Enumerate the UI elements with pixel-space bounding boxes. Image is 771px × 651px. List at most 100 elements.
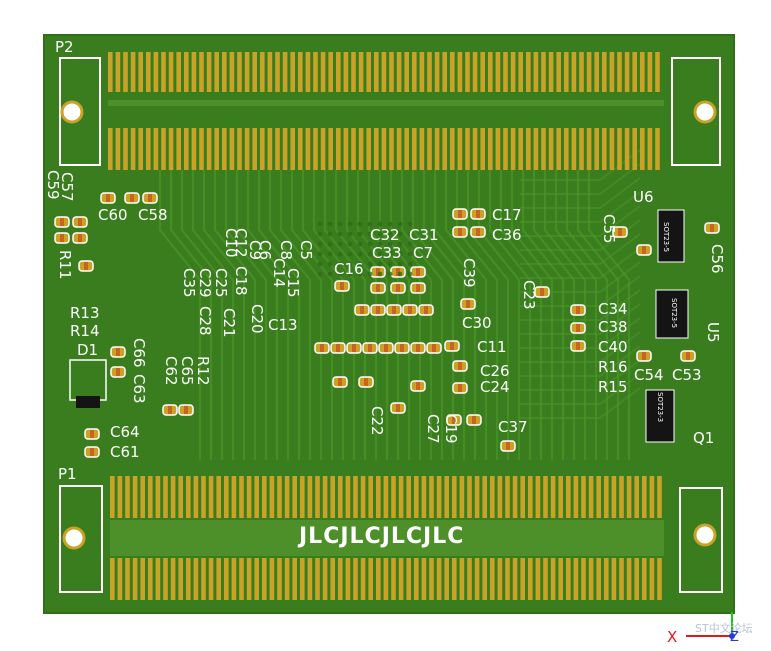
trace [565, 170, 609, 460]
p2-pin-top [533, 52, 539, 92]
p2-pin-top [564, 52, 569, 92]
label-c65: C65 [178, 356, 196, 386]
p1-pin-top [338, 476, 343, 518]
p1-pin-bottom [566, 558, 571, 600]
mounting-hole [62, 526, 86, 550]
p1-pin-top [345, 476, 351, 518]
smd-capacitor-body [376, 306, 380, 314]
p2-pin-top [343, 52, 349, 92]
ic-u5 [655, 289, 689, 339]
label-c21: C21 [220, 308, 238, 338]
p1-pin-top [178, 476, 183, 518]
p2-pin-bottom [412, 128, 417, 170]
p2-pin-bottom [526, 128, 531, 170]
smd-capacitor-body [116, 348, 120, 356]
trace [488, 170, 532, 460]
p1-pin-bottom [550, 558, 556, 600]
trace [444, 170, 488, 460]
p1-pin-top [452, 476, 457, 518]
label-r11: R11 [56, 250, 74, 280]
p2-pin-top [153, 52, 159, 92]
p2-pin-bottom [503, 128, 508, 170]
label-c66: C66 [130, 338, 148, 368]
via [387, 221, 393, 227]
p1-pin-bottom [208, 558, 214, 600]
p1-pin-top [604, 476, 609, 518]
label-c7: C7 [413, 244, 434, 262]
p2-pin-bottom [374, 128, 379, 170]
smd-capacitor-body [396, 284, 400, 292]
p1-pin-top [117, 476, 123, 518]
smd-capacitor-body [576, 306, 580, 314]
via [397, 241, 403, 247]
p1-pin-bottom [398, 558, 404, 600]
p2-pin-top [252, 52, 257, 92]
p2-pin-top [305, 52, 311, 92]
p2-pin-bottom [176, 128, 181, 170]
via [327, 231, 333, 237]
p2-pin-top [586, 52, 592, 92]
label-c34: C34 [598, 300, 628, 318]
trace [576, 170, 620, 460]
p1-pin-bottom [543, 558, 548, 600]
label-c64: C64 [110, 423, 140, 441]
p1-pin-top [224, 476, 229, 518]
ic-q1 [645, 389, 675, 443]
trace [213, 170, 257, 460]
p1-pin-bottom [596, 558, 601, 600]
p1-pin-bottom [406, 558, 411, 600]
p1-pin-top [391, 476, 396, 518]
p1-pin-top [528, 476, 533, 518]
label-c22: C22 [368, 406, 386, 436]
p1-pin-bottom [528, 558, 533, 600]
smd-capacitor-body [458, 210, 462, 218]
p2-pin-top [191, 52, 197, 92]
p2-pin-bottom [252, 128, 257, 170]
label-c20: C20 [248, 304, 266, 334]
p2-pin-top [548, 52, 554, 92]
smd-capacitor-body [432, 344, 436, 352]
trace [532, 170, 576, 460]
label-c19: C19 [442, 414, 460, 444]
p2-pin-top [366, 52, 371, 92]
p2-pin-bottom [556, 128, 561, 170]
via [357, 241, 363, 247]
p2-pin-top [199, 52, 204, 92]
p1-pin-bottom [178, 558, 183, 600]
via [397, 251, 403, 257]
p1-pin-bottom [315, 558, 320, 600]
p2-pin-bottom [624, 128, 630, 170]
p2-pin-top [161, 52, 166, 92]
label-c5: C5 [297, 240, 315, 261]
p2-pin-top [358, 52, 364, 92]
p2-pin-top [184, 52, 189, 92]
trace [521, 170, 565, 460]
p2-pin-bottom [237, 128, 242, 170]
p1-pin-top [170, 476, 176, 518]
label-c37: C37 [498, 418, 528, 436]
via [397, 221, 403, 227]
p2-pin-top [260, 52, 265, 92]
via [347, 271, 353, 277]
p1-pin-bottom [558, 558, 563, 600]
smd-capacitor-body [168, 406, 172, 414]
p2-pin-bottom [222, 128, 227, 170]
p2-pin-top [434, 52, 440, 92]
smd-capacitor-body [452, 416, 456, 424]
p2-strip [108, 100, 664, 106]
p2-pin-bottom [548, 128, 554, 170]
p2-pin-bottom [571, 128, 577, 170]
p1-pin-top [254, 476, 259, 518]
p1-pin-bottom [110, 558, 115, 600]
p2-pin-bottom [404, 128, 409, 170]
p2-pin-top [168, 52, 174, 92]
label-p2: P2 [55, 38, 74, 56]
trace [520, 303, 641, 335]
label-c54: C54 [634, 366, 664, 384]
p1-pin-top [132, 476, 138, 518]
p1-pin-top [360, 476, 366, 518]
smd-capacitor-body [60, 218, 64, 226]
p2-pin-bottom [358, 128, 364, 170]
p2-pin-bottom [640, 128, 645, 170]
smd-capacitor-body [392, 306, 396, 314]
